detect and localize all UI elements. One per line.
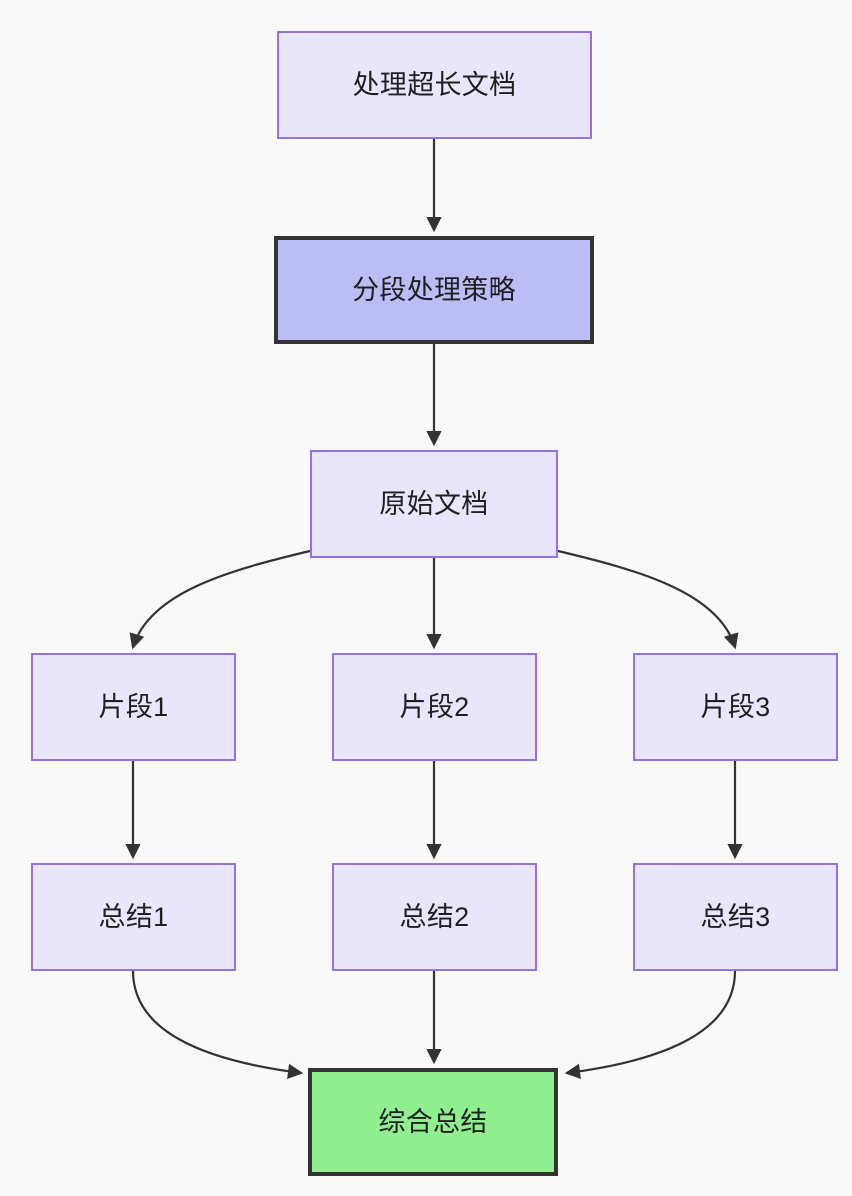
node-source-document[interactable]: 原始文档 [310,450,558,558]
node-label: 总结3 [700,901,771,932]
node-combined-summary[interactable]: 综合总结 [308,1068,558,1176]
node-label: 片段1 [98,691,169,722]
node-label: 原始文档 [379,488,489,519]
node-fragment-1[interactable]: 片段1 [31,653,236,761]
edge-sum1-to-final [131,970,304,1079]
node-summary-3[interactable]: 总结3 [633,863,838,971]
node-label: 分段处理策略 [352,274,516,305]
node-label: 总结1 [98,901,169,932]
node-label: 总结2 [399,901,470,932]
node-label: 综合总结 [378,1106,488,1137]
node-label: 片段2 [399,691,470,722]
node-chunking-strategy[interactable]: 分段处理策略 [274,236,594,344]
node-process-long-document[interactable]: 处理超长文档 [277,31,592,139]
node-label: 片段3 [700,691,771,722]
node-fragment-2[interactable]: 片段2 [332,653,537,761]
node-label: 处理超长文档 [352,69,517,100]
edge-source-to-frag1 [129,549,311,650]
edge-source-to-frag3 [557,549,739,650]
edge-sum3-to-final [564,970,737,1079]
node-summary-2[interactable]: 总结2 [332,863,537,971]
node-summary-1[interactable]: 总结1 [31,863,236,971]
node-fragment-3[interactable]: 片段3 [633,653,838,761]
